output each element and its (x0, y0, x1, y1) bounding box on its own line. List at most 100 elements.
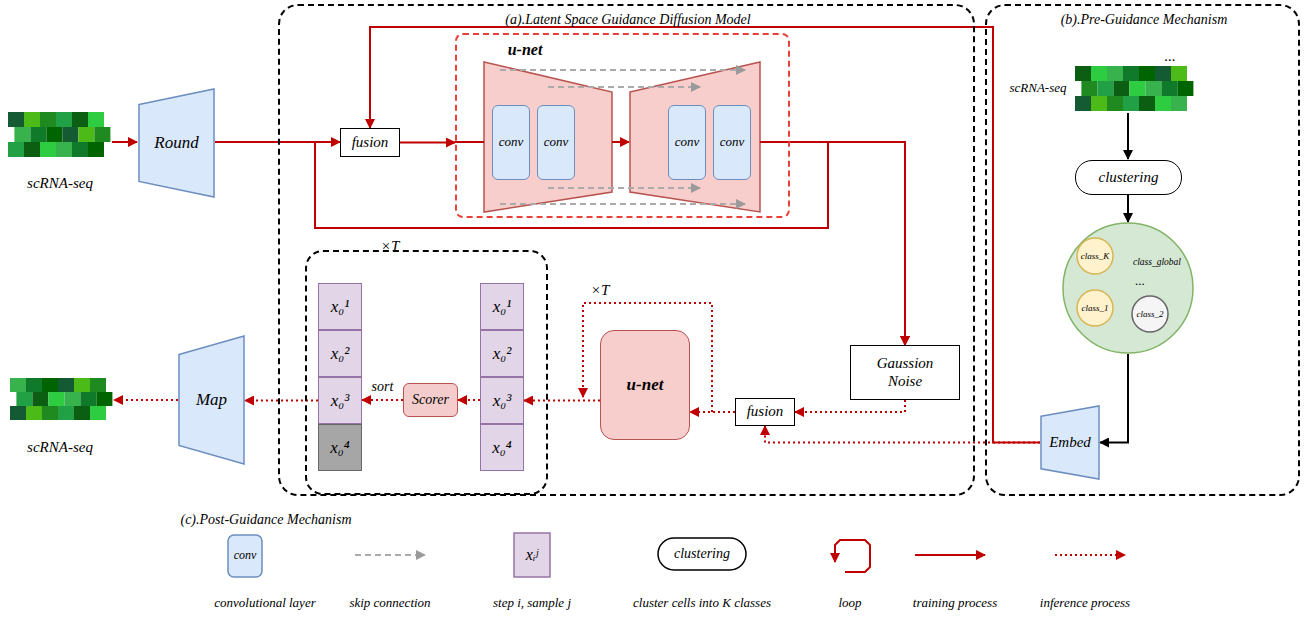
cluster-arrow (1128, 113, 1129, 159)
training-arrow (790, 142, 905, 345)
unet-block: u-net (600, 330, 690, 440)
heatmap-output (10, 378, 26, 392)
class-global-circle-outline (1062, 222, 1194, 354)
heatmap-cluster-input (1091, 96, 1107, 111)
heatmap-input (8, 112, 110, 157)
loop-count: ×T (381, 238, 399, 255)
heatmap-output (16, 392, 32, 406)
skip-connection (500, 203, 745, 205)
skip-connection (500, 204, 745, 205)
sample-box: x₀³ (318, 377, 362, 424)
round-trapezoid: Round (138, 88, 215, 198)
training-arrow (760, 141, 790, 143)
training-arrow (455, 141, 484, 143)
frame-title: (c).Post-Guidance Mechanism (180, 512, 351, 528)
heatmap-cluster-input (1075, 66, 1091, 81)
unet-trapezoid (630, 62, 760, 212)
unet-trapezoid (484, 62, 612, 212)
training-arrow (112, 142, 137, 143)
legend-icon (514, 533, 550, 577)
heatmap-cluster-input (1107, 96, 1123, 111)
heatmap-cluster-input (1123, 66, 1139, 81)
heatmap-input (88, 112, 104, 127)
heatmap-output (48, 392, 64, 406)
legend-text: convolutional layer (214, 596, 315, 610)
heatmap-output (26, 378, 42, 392)
legend-icon-text: clustering (674, 546, 730, 561)
frame-title: u-net (508, 41, 543, 59)
legend-icon-text: xᵢʲ (526, 546, 538, 564)
legend-text: inference process (1040, 596, 1130, 610)
heatmap-output (58, 378, 74, 392)
node-label: x₀¹ (493, 297, 512, 317)
heatmap-cluster-input (1129, 81, 1145, 96)
heatmap-input (40, 112, 56, 127)
node-label: x₀¹ (331, 297, 350, 317)
node-label: Embed (1049, 434, 1091, 451)
heatmap-output (96, 392, 112, 406)
heatmap-cluster-input (1139, 66, 1155, 81)
heatmap-output (74, 378, 90, 392)
heatmap-output (26, 406, 42, 420)
sample-box: x₀⁴ (318, 424, 362, 471)
training-arrow (760, 142, 790, 143)
node-label: conv (675, 135, 700, 150)
heatmap-output (90, 378, 106, 392)
data-label: scRNA-seq (27, 439, 93, 456)
scorer-box: Scorer (403, 383, 458, 417)
legend-icon (228, 533, 746, 577)
heatmap-output (74, 406, 90, 420)
inference-arrow (524, 400, 600, 402)
node-label: fusion (352, 134, 389, 151)
node-label: x₀² (331, 344, 350, 364)
heatmap-output (90, 406, 106, 420)
training-arrow (370, 27, 1040, 443)
heatmap-input (94, 127, 110, 142)
node-label: x₀² (493, 344, 512, 364)
node-label: fusion (747, 403, 784, 420)
inference-arrow (795, 400, 905, 412)
heatmap-input (24, 112, 40, 127)
node-label: Scorer (412, 392, 449, 408)
heatmap-cluster-input (1155, 66, 1171, 81)
inference-arrow (765, 426, 1040, 443)
heatmap-input (24, 142, 40, 157)
legend-icon (835, 540, 870, 572)
node-label: x₀³ (331, 391, 350, 411)
node-label: conv (720, 135, 745, 150)
loop-count: ×T (591, 282, 609, 299)
fusion-box: fusion (735, 398, 795, 426)
skip-connection (548, 187, 700, 189)
training-arrow (612, 141, 629, 143)
heatmap-output (58, 406, 74, 420)
sample-box: x₀³ (480, 377, 524, 424)
heatmap-cluster-input (1091, 66, 1107, 81)
heatmap-input (56, 142, 72, 157)
training-arrow (400, 142, 455, 144)
sample-box: x₀⁴ (480, 424, 524, 471)
heatmap-cluster-input (1081, 81, 1097, 96)
inference-arrow (114, 400, 178, 401)
noise-box: Gaussion Noise (850, 345, 960, 400)
sample-box: x₀¹ (318, 283, 362, 330)
heatmap-cluster-input (1145, 81, 1161, 96)
data-label: scRNA-seq (1009, 81, 1066, 95)
heatmap-input (8, 112, 24, 127)
legend-icon (658, 538, 746, 570)
heatmap-input (56, 112, 72, 127)
frame-title: (b).Pre-Guidance Mechanism (1061, 12, 1228, 28)
skip-connection (548, 188, 700, 189)
inference-arrow (458, 399, 480, 401)
ellipsis: ... (1135, 274, 1145, 288)
node-label: clustering (1099, 169, 1159, 186)
legend-icon-text: conv (234, 549, 257, 562)
heatmap-cluster-input (1139, 96, 1155, 111)
legend-text: skip connection (349, 596, 430, 610)
heatmap-input (72, 112, 88, 127)
skip-connection (500, 70, 745, 71)
node-label: Gaussion Noise (868, 355, 943, 390)
heatmap-output (42, 378, 58, 392)
sample-box: x₀² (318, 330, 362, 377)
inference-arrow (690, 411, 735, 413)
inference-arrow (362, 399, 403, 401)
